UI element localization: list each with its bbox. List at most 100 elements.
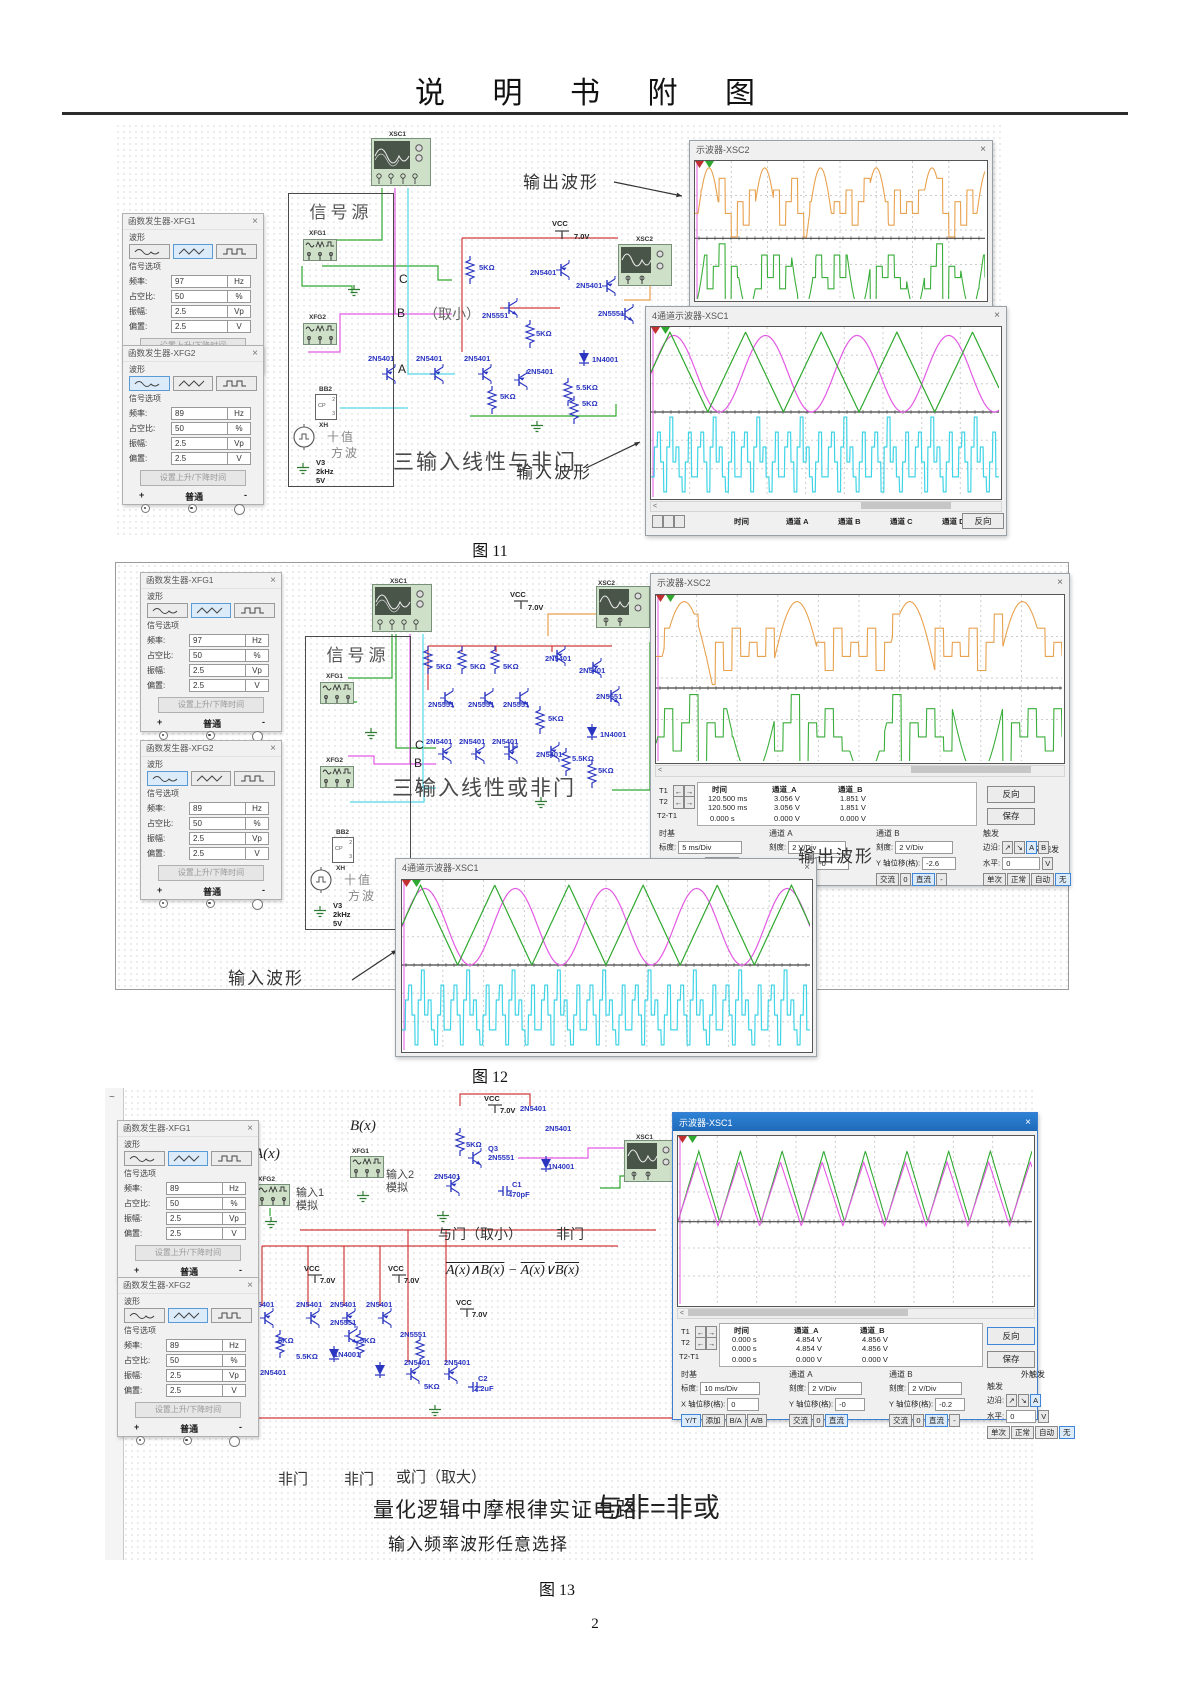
scrollbar-thumb[interactable]	[688, 1309, 908, 1316]
close-icon[interactable]: ×	[994, 310, 1000, 321]
dc-button[interactable]: 直流	[912, 873, 935, 886]
sine-wave-button[interactable]	[147, 603, 188, 618]
panel-titlebar[interactable]: 函数发生器-XFG2×	[123, 346, 263, 362]
frequency-input[interactable]: 89	[166, 1182, 223, 1195]
square-wave-button[interactable]	[211, 1308, 253, 1323]
sine-wave-button[interactable]	[129, 376, 170, 391]
normal-button[interactable]: 正常	[1007, 873, 1030, 886]
ba-button[interactable]: B/A	[725, 1414, 746, 1427]
amplitude-input[interactable]: 2.5	[166, 1212, 223, 1225]
radio-minus[interactable]	[252, 899, 263, 910]
duty-input[interactable]: 50	[171, 422, 228, 435]
t2-left-button[interactable]: ←	[695, 1337, 706, 1350]
amplitude-input[interactable]: 2.5	[166, 1369, 223, 1382]
zero-button[interactable]: 0	[913, 1414, 924, 1427]
save-button[interactable]: 保存	[987, 1351, 1035, 1368]
chb-scale-input[interactable]: 2 V/Div	[908, 1382, 963, 1395]
rising-edge-button[interactable]: ↗	[1002, 841, 1014, 854]
cursor-button[interactable]	[663, 515, 674, 528]
offset-input[interactable]: 2.5	[189, 847, 246, 860]
xfg1-component[interactable]	[303, 239, 337, 266]
sine-wave-button[interactable]	[124, 1151, 165, 1166]
trigger-level-input[interactable]: 0	[1006, 1410, 1037, 1423]
zero-button[interactable]: 0	[900, 873, 911, 886]
close-icon[interactable]: ×	[804, 862, 810, 873]
radio-common[interactable]	[187, 504, 197, 513]
amplitude-input[interactable]: 2.5	[171, 305, 228, 318]
h-scrollbar[interactable]: <	[650, 501, 1002, 512]
ac-button[interactable]: 交流	[789, 1414, 812, 1427]
radio-common[interactable]	[205, 899, 215, 908]
duty-input[interactable]: 50	[189, 649, 246, 662]
radio-plus[interactable]	[159, 899, 168, 908]
radio-minus[interactable]	[229, 1436, 240, 1447]
xfg2-component[interactable]	[303, 323, 337, 350]
minus-button[interactable]: -	[936, 873, 947, 886]
window-titlebar[interactable]: 示波器-XSC2×	[651, 574, 1069, 591]
window-titlebar[interactable]: 示波器-XSC2×	[690, 141, 992, 158]
close-icon[interactable]: ×	[270, 575, 276, 586]
cursor-button[interactable]	[674, 515, 685, 528]
window-titlebar[interactable]: 示波器-XSC1×	[673, 1113, 1037, 1131]
v3-source-component[interactable]	[291, 424, 317, 455]
xfg2-component[interactable]	[320, 766, 354, 793]
falling-edge-button[interactable]: ↘	[1014, 841, 1026, 854]
reverse-button[interactable]: 反向	[962, 513, 1004, 529]
dc-button[interactable]: 直流	[825, 1414, 848, 1427]
radio-common[interactable]	[205, 731, 215, 740]
none-button[interactable]: 无	[1059, 1426, 1075, 1439]
auto-button[interactable]: 自动	[1031, 873, 1054, 886]
offset-input[interactable]: 2.5	[189, 679, 246, 692]
close-icon[interactable]: ×	[1057, 577, 1063, 588]
triangle-wave-button[interactable]	[172, 376, 214, 391]
triangle-wave-button[interactable]	[167, 1308, 209, 1323]
timebase-scale-input[interactable]: 5 ms/Div	[678, 841, 743, 854]
frequency-input[interactable]: 97	[171, 275, 228, 288]
duty-input[interactable]: 50	[166, 1197, 223, 1210]
falling-edge-button[interactable]: ↘	[1018, 1394, 1030, 1407]
window-titlebar[interactable]: 4通道示波器-XSC1×	[646, 307, 1006, 324]
yt-button[interactable]: Y/T	[681, 1414, 701, 1427]
amplitude-input[interactable]: 2.5	[189, 664, 246, 677]
scrollbar-thumb[interactable]	[861, 502, 951, 509]
cursor-button[interactable]	[652, 515, 663, 528]
triangle-wave-button[interactable]	[190, 771, 232, 786]
reverse-button[interactable]: 反向	[987, 786, 1035, 803]
trigger-a-button[interactable]: A	[1026, 841, 1038, 854]
timebase-scale-input[interactable]: 10 ms/Div	[700, 1382, 761, 1395]
duty-input[interactable]: 50	[189, 817, 246, 830]
close-icon[interactable]: ×	[247, 1280, 253, 1291]
close-icon[interactable]: ×	[247, 1123, 253, 1134]
square-wave-button[interactable]	[211, 1151, 253, 1166]
sine-wave-button[interactable]	[147, 771, 188, 786]
set-rise-fall-button[interactable]: 设置上升/下降时间	[158, 865, 264, 881]
trigger-b-button[interactable]: B	[1038, 841, 1050, 854]
close-icon[interactable]: ×	[270, 743, 276, 754]
amplitude-input[interactable]: 2.5	[189, 832, 246, 845]
toolbar-icon[interactable]: ~	[109, 1092, 115, 1103]
minus-button[interactable]: -	[949, 1414, 960, 1427]
close-icon[interactable]: ×	[252, 216, 258, 227]
radio-minus[interactable]	[234, 504, 245, 515]
close-icon[interactable]: ×	[980, 144, 986, 155]
chb-y-offset-input[interactable]: -2.6	[922, 857, 957, 870]
cha-scale-input[interactable]: 2 V/Div	[808, 1382, 863, 1395]
triangle-wave-button[interactable]	[172, 244, 214, 259]
close-icon[interactable]: ×	[252, 348, 258, 359]
frequency-input[interactable]: 89	[171, 407, 228, 420]
radio-common[interactable]	[182, 1436, 192, 1445]
panel-titlebar[interactable]: 函数发生器-XFG2×	[141, 741, 281, 757]
offset-input[interactable]: 2.5	[166, 1227, 223, 1240]
offset-input[interactable]: 2.5	[171, 452, 228, 465]
offset-input[interactable]: 2.5	[166, 1384, 223, 1397]
trigger-level-input[interactable]: 0	[1002, 857, 1041, 870]
duty-input[interactable]: 50	[166, 1354, 223, 1367]
reverse-button[interactable]: 反向	[987, 1327, 1035, 1345]
t2-right-button[interactable]: →	[684, 796, 695, 809]
t2-right-button[interactable]: →	[706, 1337, 717, 1350]
h-scrollbar[interactable]: <	[677, 1308, 1035, 1319]
radio-plus[interactable]	[159, 731, 168, 740]
none-button[interactable]: 无	[1055, 873, 1071, 886]
